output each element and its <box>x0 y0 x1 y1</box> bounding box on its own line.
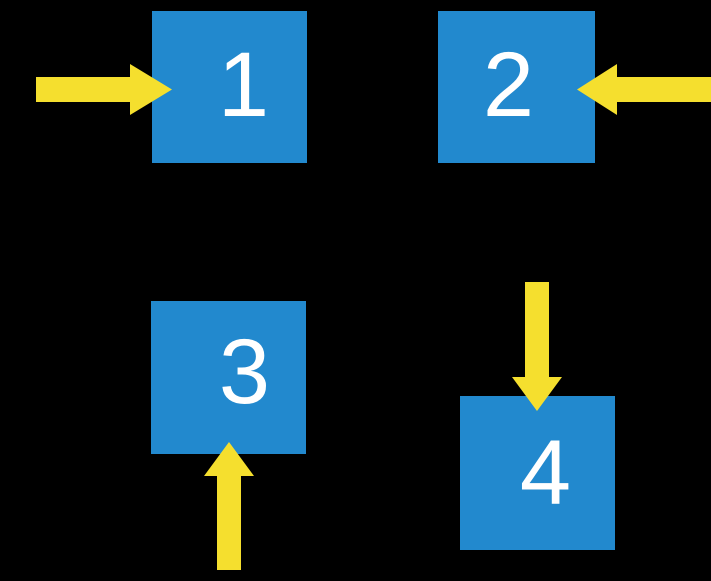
node-box-4[interactable]: 4 <box>460 396 615 550</box>
node-label-2: 2 <box>482 34 535 136</box>
node-label-1: 1 <box>217 34 270 136</box>
arrow-left-icon <box>577 64 711 115</box>
arrow-up-icon <box>204 442 254 570</box>
node-box-3[interactable]: 3 <box>151 301 306 454</box>
arrow-down-icon <box>512 282 562 411</box>
node-box-2[interactable]: 2 <box>438 11 595 163</box>
node-box-1[interactable]: 1 <box>152 11 307 163</box>
arrow-right-icon <box>36 64 172 115</box>
node-label-3: 3 <box>218 320 271 423</box>
node-label-4: 4 <box>519 422 572 524</box>
